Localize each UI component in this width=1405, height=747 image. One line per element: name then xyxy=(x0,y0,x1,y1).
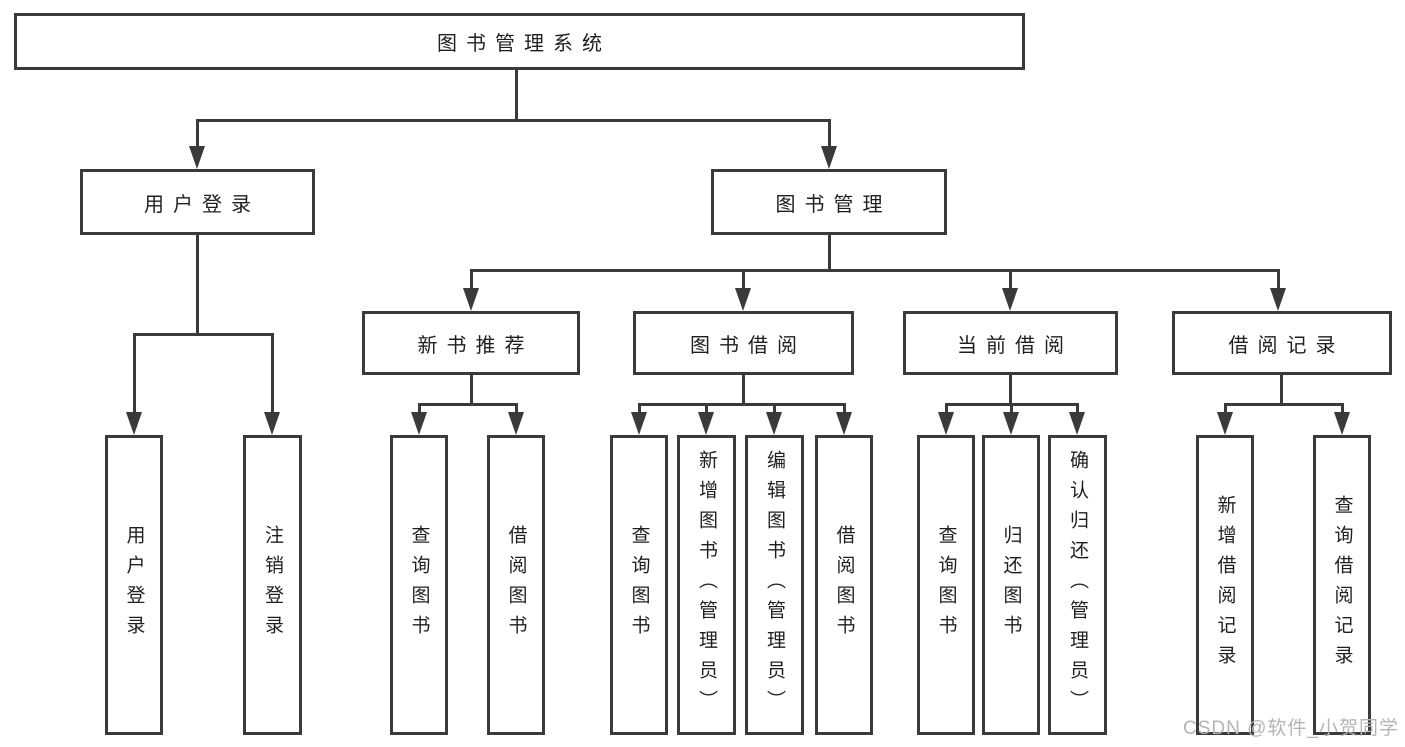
connector-nb-borrow-drop xyxy=(515,403,518,414)
arrowhead-bw-add xyxy=(698,412,714,435)
connector-book-mgmt-drop xyxy=(828,119,831,147)
leaf-rec-query-record-label: 查询借阅记录 xyxy=(1331,495,1353,675)
connector-leaf-logout-drop xyxy=(271,333,274,413)
connector-bw-borrow-drop xyxy=(843,403,846,414)
leaf-logout: 注销登录 xyxy=(243,435,302,735)
leaf-cur-query-books-label: 查询图书 xyxy=(935,525,957,645)
connector-new-books-stem xyxy=(470,374,473,406)
arrowhead-bw-edit xyxy=(766,412,782,435)
arrowhead-book-mgmt xyxy=(821,146,837,169)
arrowhead-bw-query xyxy=(631,412,647,435)
arrowhead-nb-borrow xyxy=(508,412,524,435)
connector-borrow-records-hline xyxy=(1224,403,1344,406)
arrowhead-bw-borrow xyxy=(836,412,852,435)
arrowhead-rec-query xyxy=(1334,412,1350,435)
leaf-nb-borrow-books: 借阅图书 xyxy=(487,435,545,735)
arrowhead-leaf-login xyxy=(126,412,142,435)
node-book-borrow: 图书借阅 xyxy=(633,311,854,375)
leaf-rec-add-record: 新增借阅记录 xyxy=(1196,435,1254,735)
node-current-borrow: 当前借阅 xyxy=(903,311,1118,375)
leaf-bw-query-books: 查询图书 xyxy=(610,435,668,735)
csdn-watermark: CSDN @软件_小贺同学 xyxy=(1183,718,1399,739)
node-book-management: 图书管理 xyxy=(711,169,947,235)
leaf-nb-query-books-label: 查询图书 xyxy=(408,525,430,645)
connector-book-borrow-drop xyxy=(742,269,745,290)
leaf-nb-borrow-books-label: 借阅图书 xyxy=(505,525,527,645)
arrowhead-rec-add xyxy=(1217,412,1233,435)
arrowhead-cur-return xyxy=(1003,412,1019,435)
connector-bw-query-drop xyxy=(638,403,641,414)
leaf-user-login-label: 用户登录 xyxy=(123,525,145,645)
connector-user-login-drop xyxy=(196,119,199,147)
leaf-bw-borrow-books: 借阅图书 xyxy=(815,435,873,735)
leaf-bw-add-books-label: 新增图书（管理员） xyxy=(696,450,717,720)
connector-cur-confirm-drop xyxy=(1076,403,1079,414)
arrowhead-cur-confirm xyxy=(1069,412,1085,435)
connector-new-books-drop xyxy=(470,269,473,290)
connector-book-borrow-stem xyxy=(742,374,745,406)
connector-cur-query-drop xyxy=(945,403,948,414)
leaf-bw-query-books-label: 查询图书 xyxy=(628,525,650,645)
connector-bw-edit-drop xyxy=(773,403,776,414)
connector-rec-query-drop xyxy=(1341,403,1344,414)
leaf-logout-label: 注销登录 xyxy=(262,525,283,645)
connector-nb-query-drop xyxy=(418,403,421,414)
connector-current-borrow-stem xyxy=(1009,374,1012,406)
arrowhead-borrow-records xyxy=(1270,288,1286,311)
leaf-rec-query-record: 查询借阅记录 xyxy=(1313,435,1371,735)
arrowhead-nb-query xyxy=(411,412,427,435)
arrowhead-leaf-logout xyxy=(264,412,280,435)
leaf-bw-edit-books: 编辑图书（管理员） xyxy=(745,435,804,735)
connector-user-login-stem xyxy=(196,233,199,335)
connector-rec-add-drop xyxy=(1224,403,1227,414)
connector-book-borrow-hline xyxy=(638,403,846,406)
connector-cur-return-drop xyxy=(1010,403,1013,414)
connector-root-stem xyxy=(515,70,518,122)
leaf-cur-query-books: 查询图书 xyxy=(917,435,975,735)
leaf-cur-confirm-return-label: 确认归还（管理员） xyxy=(1067,450,1088,720)
leaf-cur-confirm-return: 确认归还（管理员） xyxy=(1048,435,1107,735)
leaf-cur-return-books: 归还图书 xyxy=(982,435,1040,735)
node-user-login: 用户登录 xyxy=(80,169,315,235)
connector-bw-add-drop xyxy=(705,403,708,414)
node-borrow-records: 借阅记录 xyxy=(1172,311,1392,375)
connector-root-hline xyxy=(196,119,831,122)
leaf-bw-borrow-books-label: 借阅图书 xyxy=(833,525,855,645)
node-library-system: 图书管理系统 xyxy=(14,13,1025,70)
connector-current-borrow-drop xyxy=(1009,269,1012,290)
connector-new-books-hline xyxy=(418,403,518,406)
leaf-bw-add-books: 新增图书（管理员） xyxy=(677,435,736,735)
connector-book-mgmt-stem xyxy=(828,233,831,272)
leaf-cur-return-books-label: 归还图书 xyxy=(1000,525,1022,645)
connector-leaf-login-drop xyxy=(133,333,136,413)
connector-borrow-records-stem xyxy=(1280,374,1283,406)
arrowhead-book-borrow xyxy=(735,288,751,311)
leaf-user-login: 用户登录 xyxy=(105,435,163,735)
arrowhead-cur-query xyxy=(938,412,954,435)
arrowhead-user-login xyxy=(189,146,205,169)
arrowhead-current-borrow xyxy=(1002,288,1018,311)
leaf-bw-edit-books-label: 编辑图书（管理员） xyxy=(764,450,785,720)
connector-book-mgmt-hline xyxy=(470,269,1280,272)
leaf-rec-add-record-label: 新增借阅记录 xyxy=(1214,495,1236,675)
connector-borrow-records-drop xyxy=(1277,269,1280,290)
leaf-nb-query-books: 查询图书 xyxy=(390,435,448,735)
connector-user-login-hline xyxy=(133,333,274,336)
node-new-book-recommend: 新书推荐 xyxy=(362,311,580,375)
arrowhead-new-books xyxy=(463,288,479,311)
